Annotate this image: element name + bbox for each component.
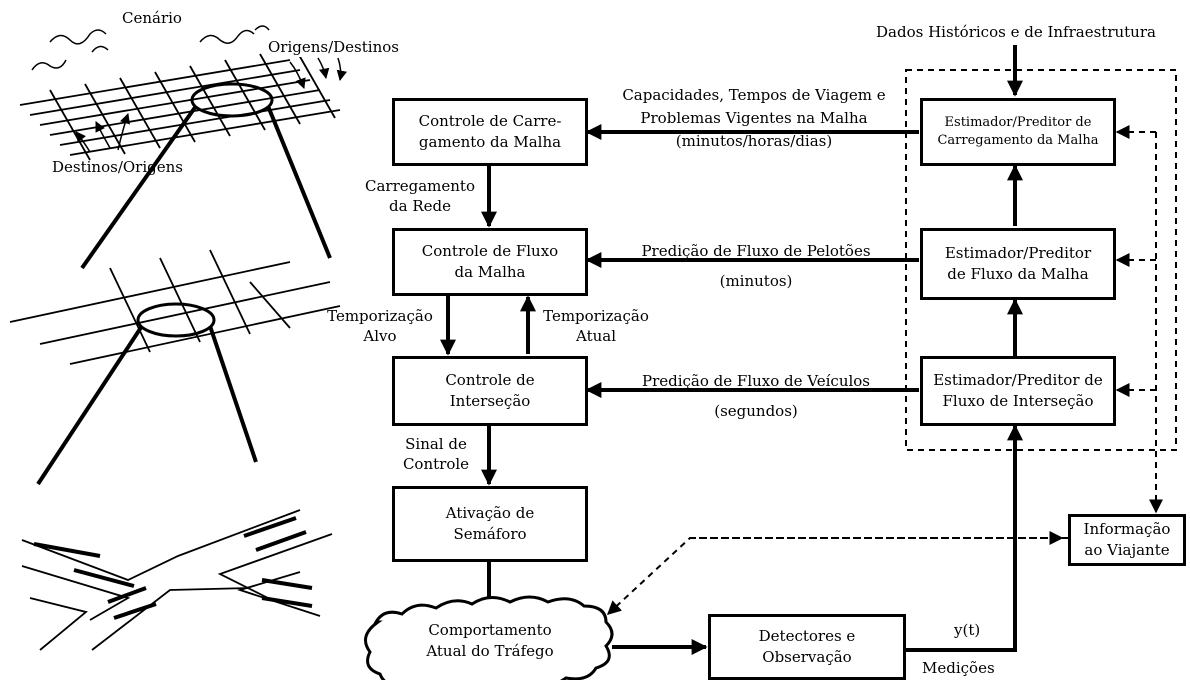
label-line: Temporização	[327, 307, 433, 325]
destinations-origins-label: Destinos/Origens	[52, 158, 183, 176]
feedback-arrows	[606, 125, 1163, 615]
control-signal-label: Sinal de Controle	[392, 434, 480, 474]
current-timing-label: Temporização Atual	[534, 306, 658, 346]
block-line: Ativação de	[445, 504, 535, 522]
platoon-flow-label: Predição de Fluxo de Pelotões (minutos)	[600, 236, 912, 296]
detectors-block: Detectores e Observação	[708, 614, 906, 680]
network-grid-illustration	[9, 249, 341, 486]
traffic-behavior-text: Comportamento Atual do Tráfego	[380, 620, 600, 662]
intersection-estimator-block: Estimador/Preditor de Fluxo de Interseçã…	[920, 356, 1116, 426]
intersection-control-block: Controle de Interseção	[392, 356, 588, 426]
mesh-flow-control-block: Controle de Fluxo da Malha	[392, 228, 588, 296]
traffic-behavior-cloud	[364, 595, 614, 680]
cloud-line: Comportamento	[428, 621, 552, 639]
origins-destinations-label: Origens/Destinos	[268, 37, 399, 57]
cloud-line: Atual do Tráfego	[426, 642, 554, 660]
flow-estimator-block: Estimador/Preditor de Fluxo da Malha	[920, 228, 1116, 300]
label-line: Controle	[402, 455, 470, 473]
network-loading-label: Carregamento da Rede	[362, 176, 478, 216]
label-line: Predição de Fluxo de Pelotões	[641, 242, 871, 260]
block-line: Controle de Carre-	[418, 112, 562, 130]
historical-data-label: Dados Históricos e de Infraestrutura	[876, 23, 1156, 41]
block-line: Controle de Fluxo	[421, 242, 559, 260]
label-line: (segundos)	[714, 402, 798, 420]
block-line: ao Viajante	[1084, 541, 1170, 559]
block-line: da Malha	[454, 263, 526, 281]
scenario-grid-illustration	[19, 25, 347, 270]
block-line: Fluxo de Interseção	[942, 392, 1094, 410]
flow-arrows	[440, 45, 1023, 655]
block-line: Informação	[1083, 520, 1171, 538]
arrow-detectors-to-intersection-estimator	[906, 424, 1023, 652]
label-line: (minutos)	[719, 272, 793, 290]
mesh-loading-control-block: Controle de Carre- gamento da Malha	[392, 98, 588, 166]
loading-estimator-block: Estimador/Preditor de Carregamento da Ma…	[920, 98, 1116, 166]
block-line: Observação	[762, 648, 852, 666]
label-line: Atual	[576, 327, 616, 345]
label-line: Sinal de	[405, 435, 467, 453]
label-line: (minutos/horas/dias)	[675, 132, 833, 150]
traveler-info-block: Informação ao Viajante	[1068, 514, 1186, 566]
label-line: Problemas Vigentes na Malha	[640, 109, 868, 127]
block-line: Controle de	[445, 371, 535, 389]
label-line: Predição de Fluxo de Veículos	[641, 372, 871, 390]
label-line: da Rede	[389, 197, 451, 215]
measurements-label: Medições	[922, 659, 995, 677]
block-line: Carregamento da Malha	[937, 133, 1099, 148]
label-line: Carregamento	[364, 177, 475, 195]
block-line: Semáforo	[453, 525, 527, 543]
target-timing-label: Temporização Alvo	[318, 306, 442, 346]
block-line: Interseção	[449, 392, 531, 410]
capacities-label: Capacidades, Tempos de Viagem e Problema…	[596, 84, 912, 153]
block-line: de Fluxo da Malha	[947, 265, 1089, 283]
label-line: Temporização	[543, 307, 649, 325]
label-line: Alvo	[363, 327, 397, 345]
block-line: Estimador/Preditor de	[944, 115, 1092, 130]
label-line: Capacidades, Tempos de Viagem e	[622, 86, 886, 104]
vehicle-flow-label: Predição de Fluxo de Veículos (segundos)	[600, 366, 912, 426]
scenario-label: Cenário	[122, 9, 182, 27]
block-line: Detectores e	[758, 627, 856, 645]
block-line: gamento da Malha	[418, 133, 562, 151]
traffic-light-activation-block: Ativação de Semáforo	[392, 486, 588, 562]
intersection-illustration	[21, 509, 333, 651]
block-line: Estimador/Preditor	[944, 244, 1092, 262]
estimator-group-frame	[905, 69, 1177, 451]
output-signal-label: y(t)	[954, 621, 981, 639]
block-line: Estimador/Preditor de	[933, 371, 1103, 389]
arrow-info-to-behavior	[606, 537, 1068, 615]
